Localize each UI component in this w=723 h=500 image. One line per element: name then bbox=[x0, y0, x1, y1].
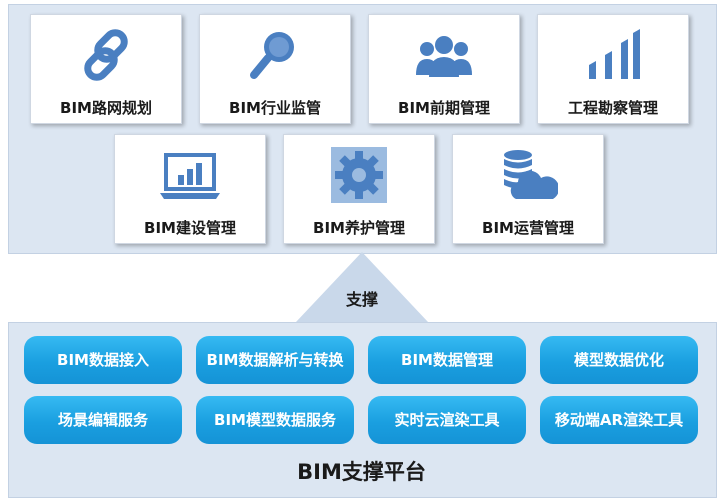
service-bim-data-parsing-conversion[interactable]: BIM数据解析与转换 bbox=[196, 336, 354, 384]
service-realtime-cloud-rendering[interactable]: 实时云渲染工具 bbox=[368, 396, 526, 444]
service-bim-model-data[interactable]: BIM模型数据服务 bbox=[196, 396, 354, 444]
tile-bim-construction-management[interactable]: BIM建设管理 bbox=[114, 134, 266, 244]
service-bim-data-access[interactable]: BIM数据接入 bbox=[24, 336, 182, 384]
laptop-chart-icon bbox=[160, 145, 220, 205]
tile-label: BIM前期管理 bbox=[398, 99, 490, 117]
tile-bim-road-network-planning[interactable]: BIM路网规划 bbox=[30, 14, 182, 124]
service-model-data-optimization[interactable]: 模型数据优化 bbox=[540, 336, 698, 384]
people-group-icon bbox=[414, 25, 474, 85]
platform-title: BIM支撑平台 bbox=[297, 460, 426, 484]
tile-bim-industry-supervision[interactable]: BIM行业监管 bbox=[199, 14, 351, 124]
tile-bim-preliminary-management[interactable]: BIM前期管理 bbox=[368, 14, 520, 124]
support-label: 支撑 bbox=[345, 290, 378, 309]
tile-label: BIM养护管理 bbox=[313, 219, 405, 237]
tile-label: BIM运营管理 bbox=[482, 219, 574, 237]
tile-bim-operations-management[interactable]: BIM运营管理 bbox=[452, 134, 604, 244]
service-mobile-ar-rendering[interactable]: 移动端AR渲染工具 bbox=[540, 396, 698, 444]
tile-label: BIM行业监管 bbox=[229, 99, 321, 117]
tile-engineering-survey-management[interactable]: 工程勘察管理 bbox=[537, 14, 689, 124]
signal-bars-icon bbox=[583, 25, 643, 85]
link-chain-icon bbox=[76, 25, 136, 85]
tile-label: 工程勘察管理 bbox=[567, 99, 658, 117]
tile-label: BIM建设管理 bbox=[144, 219, 236, 237]
service-bim-data-management[interactable]: BIM数据管理 bbox=[368, 336, 526, 384]
tile-label: BIM路网规划 bbox=[60, 99, 152, 117]
gear-icon bbox=[329, 145, 389, 205]
tile-bim-maintenance-management[interactable]: BIM养护管理 bbox=[283, 134, 435, 244]
support-connector bbox=[296, 252, 428, 322]
cloud-database-icon bbox=[498, 145, 558, 205]
magnifier-icon bbox=[245, 25, 305, 85]
service-scene-editing[interactable]: 场景编辑服务 bbox=[24, 396, 182, 444]
